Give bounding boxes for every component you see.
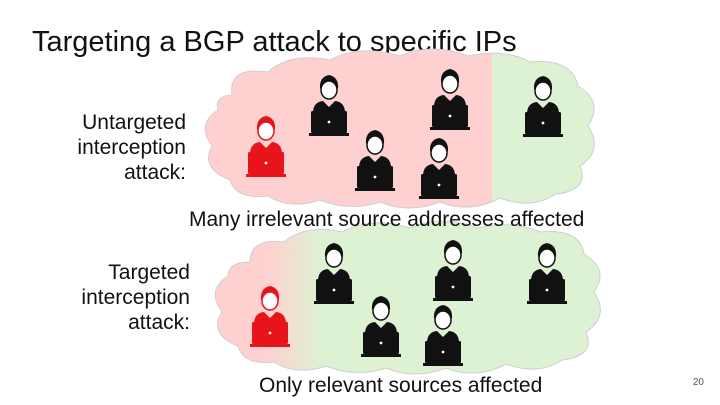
affected-region [215, 221, 320, 374]
untargeted-attack-label: Untargeted interception attack: [77, 111, 186, 184]
untargeted-caption: Many irrelevant source addresses affecte… [189, 208, 585, 231]
targeted-caption: Only relevant sources affected [259, 374, 543, 397]
targeted-attack-label: Targeted interception attack: [81, 261, 190, 334]
page-number: 20 [692, 377, 704, 388]
